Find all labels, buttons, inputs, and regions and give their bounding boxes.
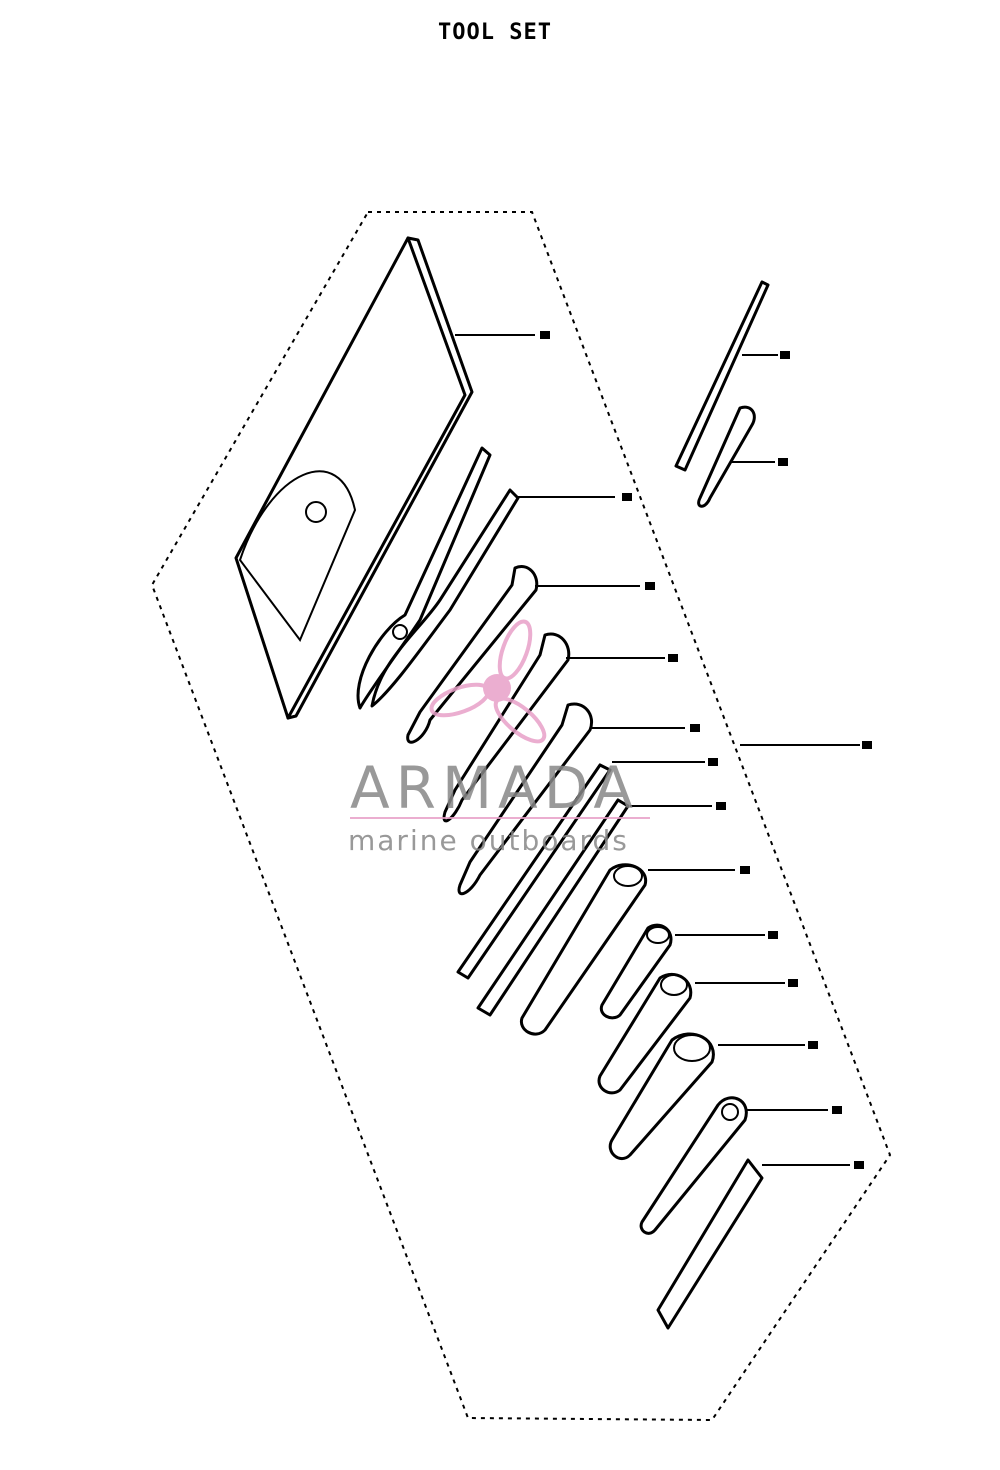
double-end-wrench-3 — [457, 702, 593, 896]
small-wrench — [697, 405, 756, 508]
tool-kit-outline — [150, 211, 892, 1422]
box-spanner-medium — [597, 972, 693, 1095]
screwdriver-blade — [456, 763, 612, 980]
watermark-brand: ARMADA — [350, 754, 639, 822]
watermark-tagline: marine outboards — [348, 824, 629, 857]
tool-bag — [234, 236, 474, 720]
diagram-title: TOOL SET — [438, 20, 552, 45]
screwdriver-handle — [519, 863, 648, 1036]
propeller-logo-icon — [429, 619, 547, 744]
extension-bar — [674, 280, 770, 472]
box-spanner-small — [599, 923, 673, 1020]
ring-spanner — [639, 1096, 748, 1235]
flat-plate-tool — [656, 1158, 764, 1330]
leader-lines — [455, 334, 860, 1166]
callout-markers — [540, 331, 872, 1169]
double-end-wrench-2 — [442, 632, 571, 823]
double-end-wrench-1 — [406, 565, 539, 744]
pliers — [356, 446, 520, 710]
screwdriver-blade-2 — [476, 798, 630, 1017]
box-spanner-large — [608, 1032, 715, 1161]
armada-watermark: ARMADA marine outboards — [348, 619, 650, 857]
